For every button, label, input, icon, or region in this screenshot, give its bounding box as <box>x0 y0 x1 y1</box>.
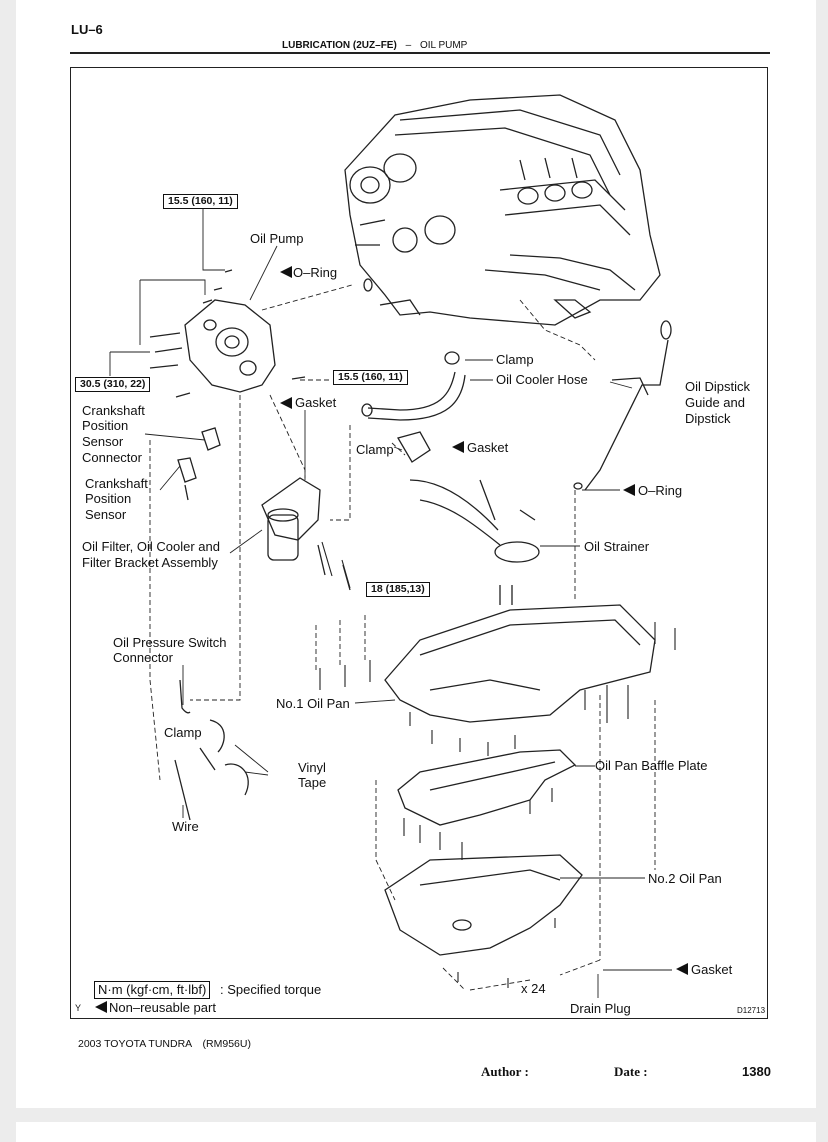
label-o-ring-top: O–Ring <box>293 265 338 280</box>
footer-date-label: Date : <box>614 1064 648 1079</box>
label-x24: x 24 <box>521 981 546 996</box>
section-topic: OIL PUMP <box>419 40 468 51</box>
section-name: LUBRICATION (2UZ–FE) <box>282 40 397 51</box>
label-clamp-mid: Clamp <box>356 442 394 457</box>
footer-model-name: 2003 TOYOTA TUNDRA <box>78 1038 192 1050</box>
page-code: LU–6 <box>71 22 103 37</box>
leader-lines <box>109 208 672 998</box>
header-rule <box>70 52 770 54</box>
label-ckp-connector-2: Position <box>82 418 129 433</box>
torque-spec-15-5-mid: 15.5 (160, 11) <box>333 370 408 385</box>
legend-y-mark: Y <box>75 1003 82 1013</box>
label-ckp-connector-3: Sensor <box>82 434 124 449</box>
ckp-sensor-part <box>177 427 221 501</box>
label-o-ring-dipstick: O–Ring <box>638 483 683 498</box>
engine-assembly <box>344 94 661 326</box>
bolts <box>319 541 676 988</box>
drawing-code: D12713 <box>737 1006 766 1015</box>
label-oil-pump: Oil Pump <box>250 231 304 246</box>
label-ckp-sensor-3: Sensor <box>85 507 127 522</box>
manual-page: LU–6 LUBRICATION (2UZ–FE) – OIL PUMP <box>16 0 816 1108</box>
legend-torque-text: : Specified torque <box>220 982 322 997</box>
section-dash: – <box>405 40 412 51</box>
label-ckp-sensor-2: Position <box>85 491 132 506</box>
label-baffle-plate: Oil Pan Baffle Plate <box>595 758 708 773</box>
legend-torque-box: N·m (kgf·cm, ft·lbf) <box>94 981 211 999</box>
oil-cooler-hose-part <box>361 278 466 421</box>
label-ops-connector-1: Oil Pressure Switch <box>113 635 227 650</box>
label-gasket-pump: Gasket <box>295 395 337 410</box>
legend-nonreusable-text: Non–reusable part <box>109 1000 216 1015</box>
no2-oil-pan-part <box>384 854 583 956</box>
nonreusable-markers <box>95 266 688 1013</box>
label-drain-plug: Drain Plug <box>570 1001 631 1016</box>
label-oil-filter-2: Filter Bracket Assembly <box>82 555 218 570</box>
label-no1-oil-pan: No.1 Oil Pan <box>276 696 350 711</box>
oil-filter-part <box>261 477 351 591</box>
no1-oil-pan-part <box>384 585 656 723</box>
footer-model: 2003 TOYOTA TUNDRA (RM956U) <box>78 1038 251 1050</box>
section-title: LUBRICATION (2UZ–FE) – OIL PUMP <box>282 40 467 51</box>
label-wire: Wire <box>172 819 199 834</box>
baffle-plate-part <box>397 749 577 826</box>
footer-author-label: Author : <box>481 1064 529 1079</box>
label-no2-oil-pan: No.2 Oil Pan <box>648 871 722 886</box>
label-oil-cooler-hose: Oil Cooler Hose <box>496 372 588 387</box>
torque-spec-15-5-top: 15.5 (160, 11) <box>163 194 238 209</box>
label-clamp-top: Clamp <box>496 352 534 367</box>
dipstick-part <box>573 320 672 491</box>
torque-spec-30-5: 30.5 (310, 22) <box>75 377 151 392</box>
label-clamp-low: Clamp <box>164 725 202 740</box>
label-vinyl: Vinyl <box>298 760 326 775</box>
label-dipstick-1: Oil Dipstick <box>685 379 751 394</box>
wire-parts <box>174 679 249 821</box>
label-tape: Tape <box>298 775 327 790</box>
page-number: 1380 <box>742 1064 771 1079</box>
label-ckp-connector-1: Crankshaft <box>82 403 145 418</box>
oil-pump-part <box>149 269 306 398</box>
label-gasket-drain: Gasket <box>691 962 733 977</box>
torque-spec-18: 18 (185,13) <box>366 582 430 597</box>
label-dipstick-3: Dipstick <box>685 411 731 426</box>
label-ckp-connector-4: Connector <box>82 450 142 465</box>
label-gasket-mid: Gasket <box>467 440 509 455</box>
label-oil-filter-1: Oil Filter, Oil Cooler and <box>82 539 220 554</box>
footer-rm: (RM956U) <box>202 1038 251 1050</box>
label-dipstick-2: Guide and <box>685 395 745 410</box>
label-oil-strainer: Oil Strainer <box>584 539 650 554</box>
oil-strainer-part <box>397 431 540 563</box>
diagram-frame <box>70 67 768 1019</box>
label-ckp-sensor-1: Crankshaft <box>85 476 148 491</box>
label-ops-connector-2: Connector <box>113 650 173 665</box>
